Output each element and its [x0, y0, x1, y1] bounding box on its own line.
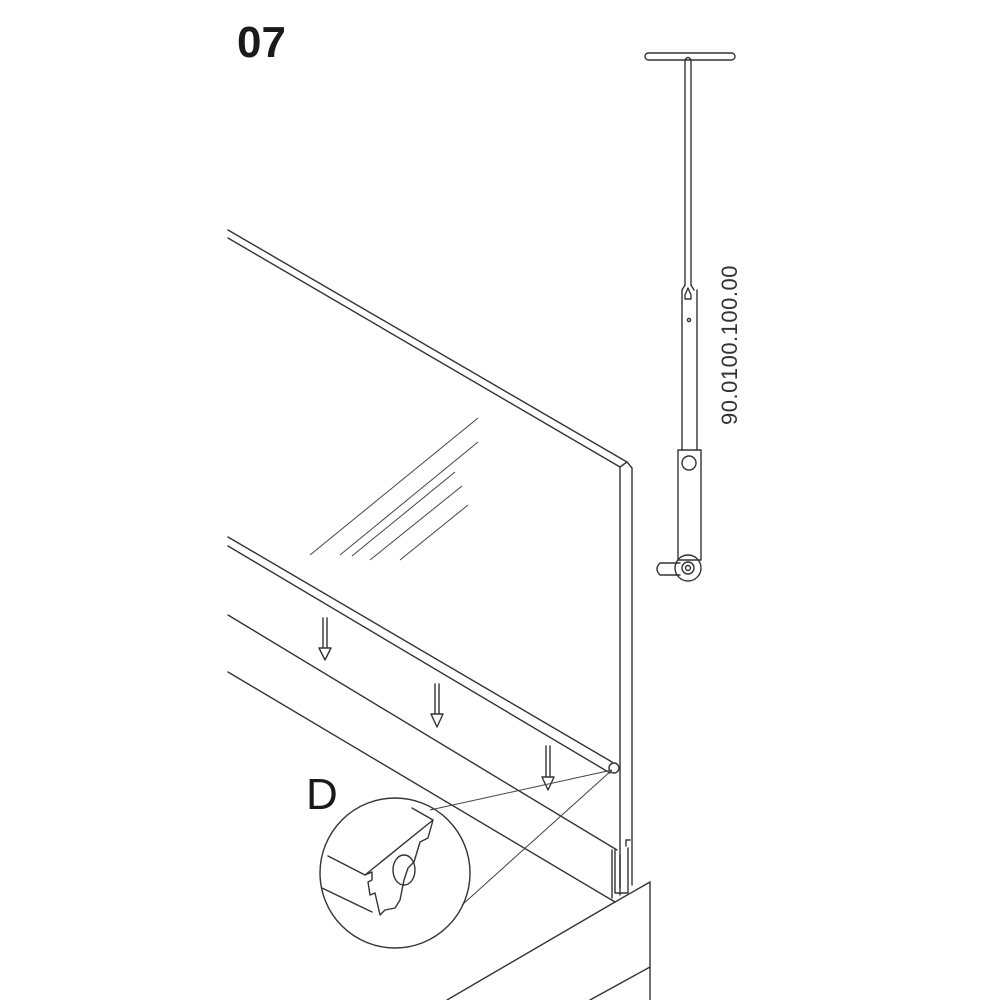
- down-arrow-icon: [318, 617, 332, 661]
- detail-d-callout: [319, 769, 613, 949]
- installation-tool: [644, 52, 736, 582]
- down-arrow-icon: [430, 683, 444, 728]
- base-block: [227, 614, 651, 1000]
- glass-reflection: [309, 417, 479, 561]
- gasket-profile-detail: [321, 807, 434, 916]
- step-number: 07: [237, 18, 286, 67]
- gasket-strip: [227, 536, 620, 774]
- detail-label: D: [306, 770, 338, 819]
- glass-panel: [227, 229, 633, 899]
